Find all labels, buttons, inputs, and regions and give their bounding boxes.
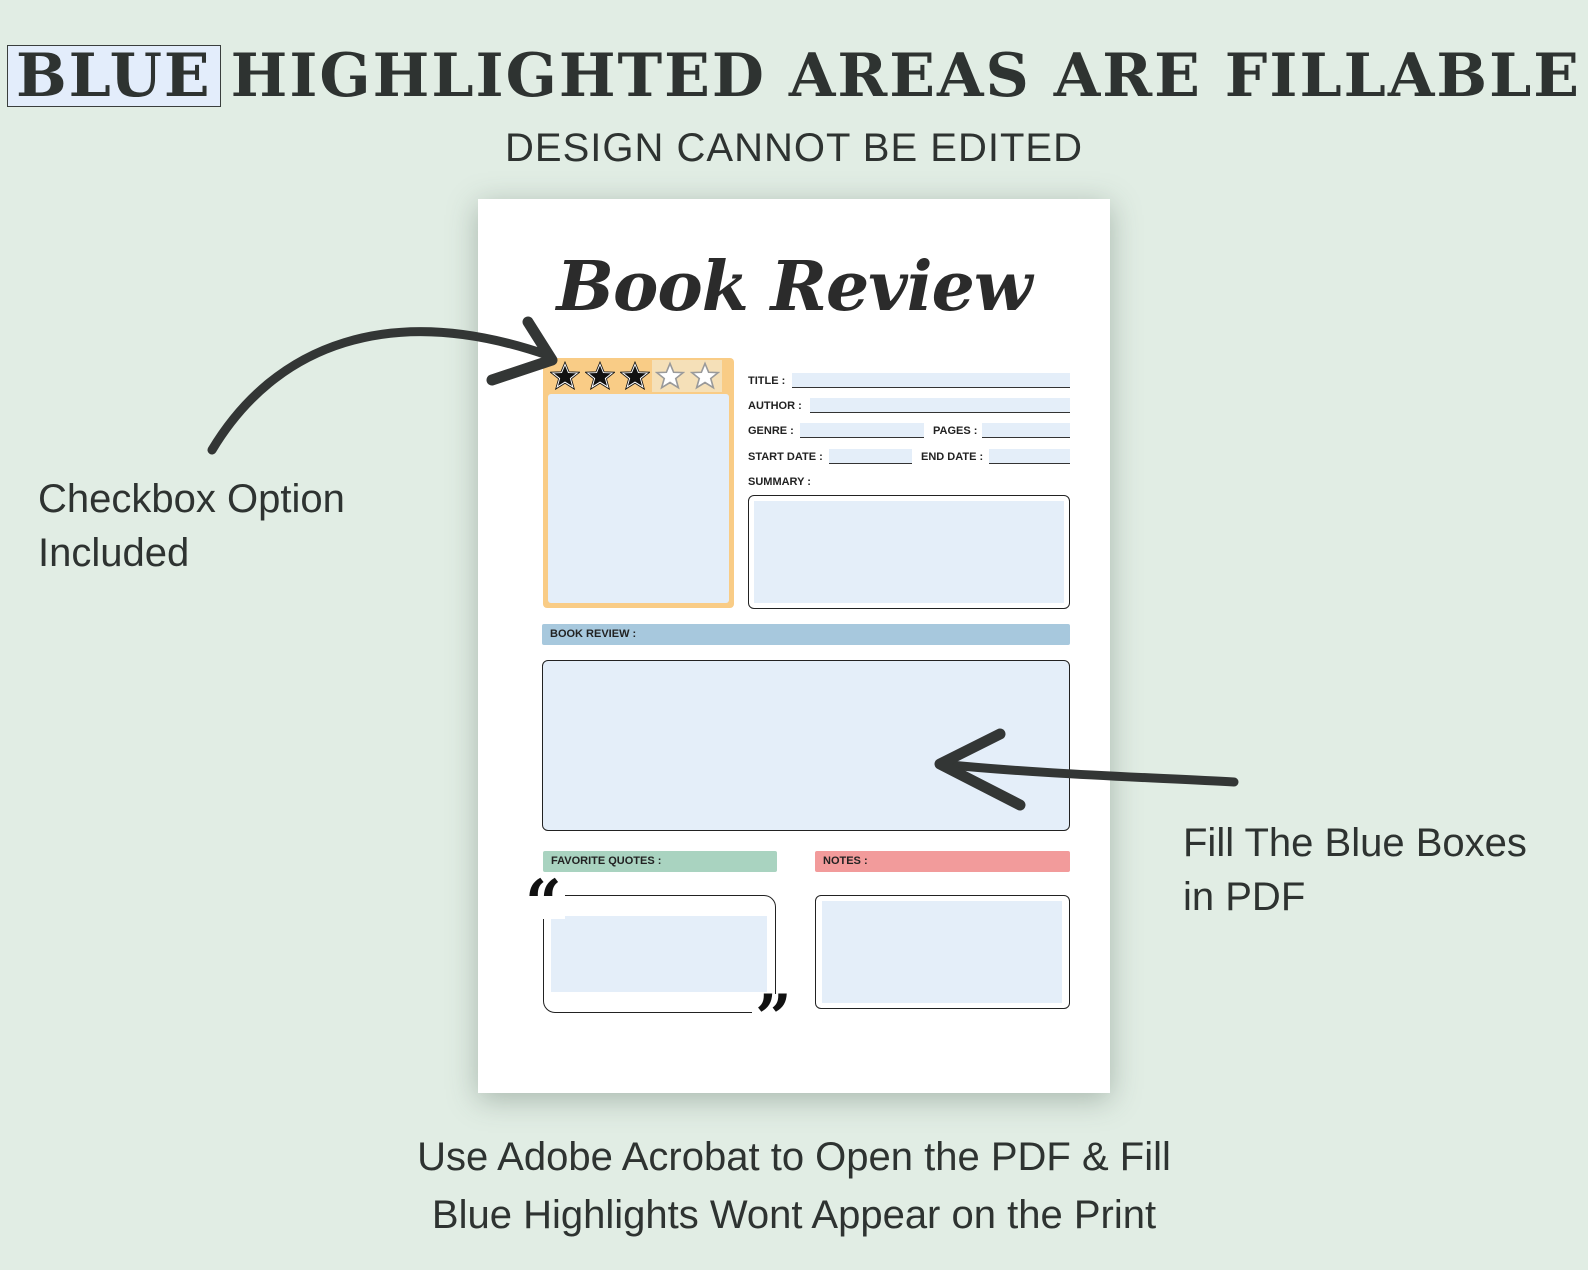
end-date-row: END DATE : [921,447,1070,467]
star-filled-icon[interactable] [547,360,582,392]
end-date-label: END DATE : [921,451,984,463]
right-callout-line-2: in PDF [1183,875,1306,919]
start-date-field[interactable] [829,449,912,464]
left-callout-line-2: Included [38,531,190,575]
title-row: TITLE : [748,371,1070,391]
summary-row: SUMMARY : [748,472,1070,492]
title-field[interactable] [792,373,1070,388]
author-row: AUTHOR : [748,396,1070,416]
genre-row: GENRE : [748,421,928,441]
summary-box [748,495,1070,609]
title-label: TITLE : [748,375,786,387]
footer-line-1: Use Adobe Acrobat to Open the PDF & Fill [417,1135,1171,1179]
right-callout: Fill The Blue Boxes in PDF [1183,816,1527,924]
start-date-row: START DATE : [748,447,916,467]
straight-arrow-icon [934,728,1239,811]
right-callout-line-1: Fill The Blue Boxes [1183,821,1527,865]
left-callout: Checkbox Option Included [38,472,345,580]
favorite-quotes-field[interactable] [551,916,767,992]
genre-label: GENRE : [748,425,794,437]
end-date-field[interactable] [989,449,1070,464]
author-field[interactable] [810,398,1070,413]
star-filled-icon[interactable] [617,360,652,392]
book-review-sheet: Book Review TITLE : AUTHOR : GENRE : PAG… [478,199,1110,1093]
subheadline: DESIGN CANNOT BE EDITED [505,126,1083,170]
star-filled-icon[interactable] [582,360,617,392]
footer: Use Adobe Acrobat to Open the PDF & Fill… [0,1128,1588,1244]
headline-highlighted-word: BLUE [6,45,221,107]
favorite-quotes-box [543,895,776,1013]
pages-label: PAGES : [933,425,978,437]
left-callout-line-1: Checkbox Option [38,477,345,521]
notes-box [815,895,1070,1009]
start-date-label: START DATE : [748,451,823,463]
summary-field[interactable] [754,501,1064,603]
curved-arrow-icon [207,316,558,455]
book-cover-frame [543,358,734,608]
star-empty-icon[interactable] [687,360,722,392]
book-review-bar: BOOK REVIEW : [542,624,1070,645]
notes-bar: NOTES : [815,851,1070,872]
star-rating[interactable] [547,360,722,392]
pages-row: PAGES : [933,421,1070,441]
genre-field[interactable] [800,423,924,438]
star-empty-icon[interactable] [652,360,687,392]
author-label: AUTHOR : [748,400,802,412]
footer-line-2: Blue Highlights Wont Appear on the Print [431,1193,1157,1237]
pages-field[interactable] [982,423,1070,438]
book-cover-field[interactable] [548,394,729,603]
headline-text: HIGHLIGHTED AREAS ARE FILLABLE [230,41,1582,111]
sheet-title: Book Review [556,247,1033,327]
favorite-quotes-bar: FAVORITE QUOTES : [543,851,777,872]
notes-field[interactable] [822,901,1062,1003]
summary-label: SUMMARY : [748,476,811,488]
